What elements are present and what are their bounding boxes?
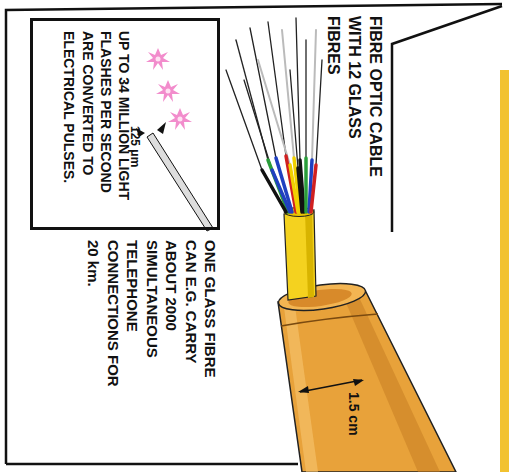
light-flash-core — [156, 57, 183, 122]
outer-jacket — [278, 292, 456, 472]
panel-frame — [6, 4, 502, 464]
panel-frame — [6, 463, 298, 466]
jacket-shade — [344, 295, 440, 472]
dimension-arrow — [157, 122, 166, 134]
dimension-arrow — [298, 386, 309, 393]
dimension-line — [300, 380, 362, 392]
inset-box: UP TO 34 MILLION LIGHT FLASHES PER SECON… — [30, 18, 220, 230]
inner-jacket — [284, 210, 316, 300]
cable-title: FIBRE OPTIC CABLE WITH 12 GLASS FIBRES — [323, 16, 385, 188]
dimension-label: 125 μm — [126, 126, 142, 182]
fibre-coats — [262, 156, 316, 212]
box-text: UP TO 34 MILLION LIGHT FLASHES PER SECON… — [60, 31, 133, 221]
dimension-label: 1.5 cm — [345, 392, 363, 452]
capacity-note: ONE GLASS FIBRE CAN E.G. CARRY ABOUT 200… — [84, 240, 221, 395]
bare-fibres — [226, 18, 322, 170]
edge-strip — [500, 70, 509, 472]
glass-fibre — [147, 133, 213, 231]
jacket-ring — [281, 314, 378, 326]
light-flash — [146, 48, 192, 130]
dimension-arrow — [353, 379, 364, 386]
panel-frame — [392, 6, 502, 232]
inner-jacket-shade — [305, 211, 314, 298]
